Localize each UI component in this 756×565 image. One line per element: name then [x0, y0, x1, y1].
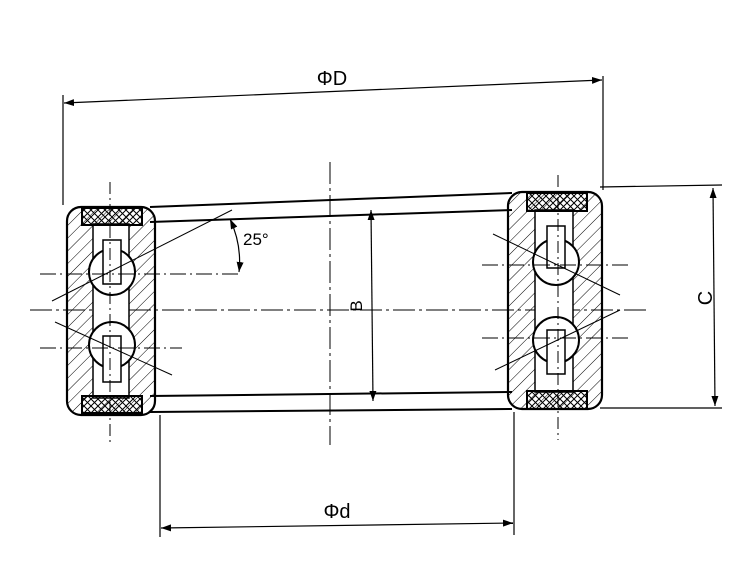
- connecting-lines: [149, 192, 513, 413]
- width-label: C: [695, 291, 717, 305]
- right-bearing-section: [482, 175, 632, 440]
- left-bearing-section: [40, 182, 240, 442]
- bore-diameter-dimension: [159, 412, 515, 537]
- outer-diameter-dimension: [62, 76, 604, 205]
- width-dimension: [599, 184, 723, 409]
- contact-angle-arc: [229, 218, 244, 273]
- contact-angle-label: 25°: [243, 230, 269, 249]
- inner-width-dimension: [367, 209, 377, 402]
- outer-diameter-label: ΦD: [317, 68, 347, 90]
- bore-diameter-label: Φd: [323, 501, 350, 523]
- inner-width-label: B: [347, 300, 366, 311]
